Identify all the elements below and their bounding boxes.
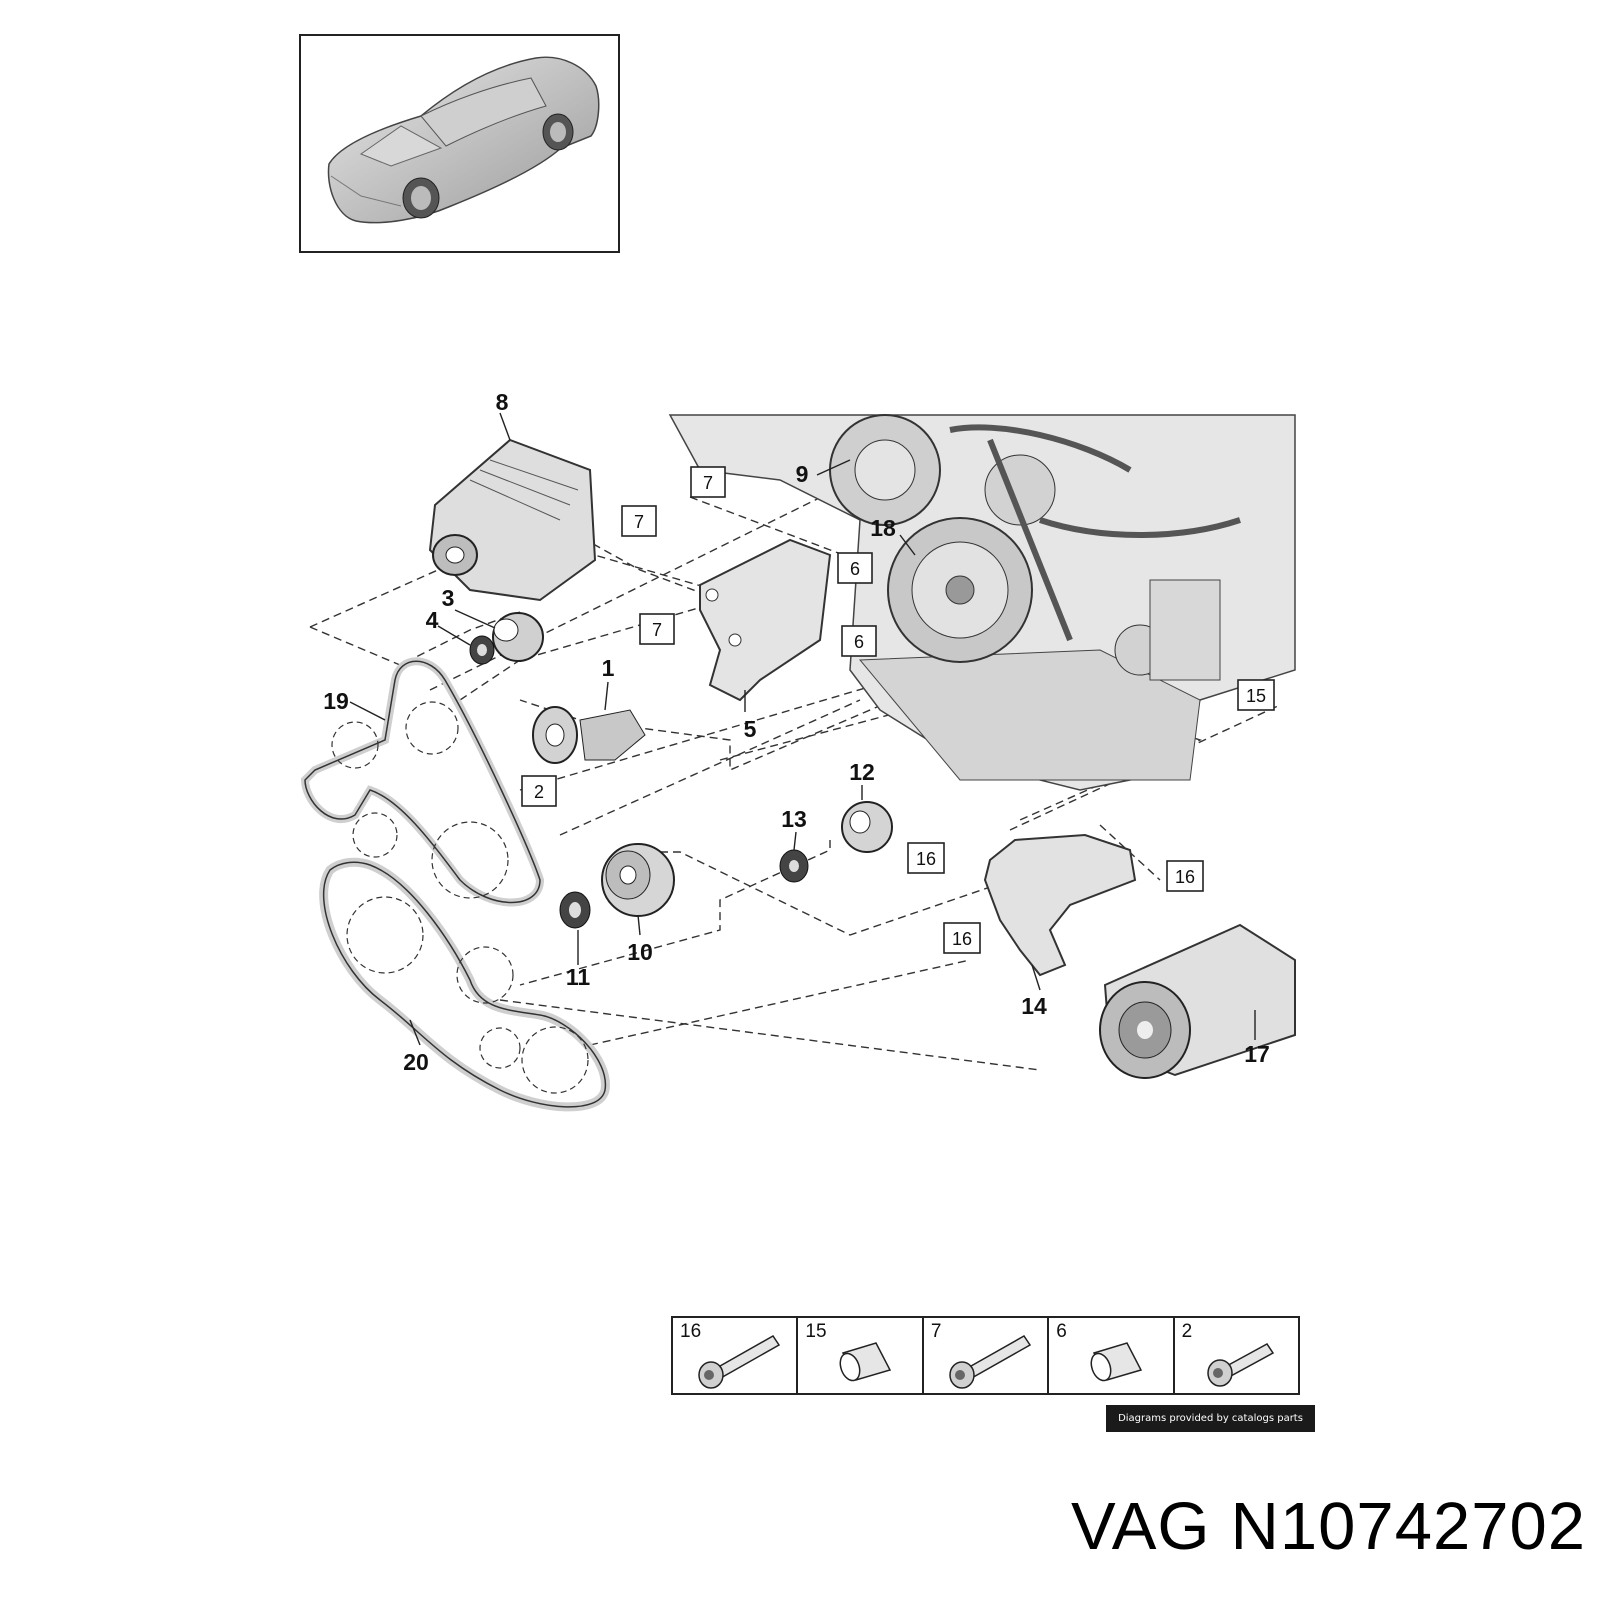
washer-13 — [779, 849, 809, 883]
callout-11: 11 — [566, 964, 591, 990]
ref-box-16-a: 16 — [916, 849, 936, 869]
callout-17: 17 — [1244, 1041, 1270, 1067]
brand-label: VAG — [1070, 1489, 1211, 1564]
ref-box-6-b: 6 — [854, 632, 864, 652]
part-number-title: VAG N10742702 — [1071, 1488, 1586, 1565]
sleeve-icon — [1090, 1342, 1143, 1382]
callout-18: 18 — [870, 515, 896, 541]
alternator — [428, 438, 597, 602]
washer-4 — [469, 635, 495, 665]
legend-number: 16 — [680, 1321, 702, 1342]
callout-8: 8 — [496, 389, 509, 415]
engine-block — [668, 414, 1296, 791]
vehicle-thumbnail — [299, 34, 620, 253]
callout-3: 3 — [442, 585, 455, 611]
callout-4: 4 — [426, 607, 439, 633]
callout-19: 19 — [323, 688, 349, 714]
callout-13: 13 — [781, 806, 807, 832]
legend-cell-16: 16 — [673, 1318, 799, 1393]
legend-cell-15: 15 — [798, 1318, 924, 1393]
bolt-icon — [698, 1335, 781, 1389]
ref-box-7-a: 7 — [703, 473, 713, 493]
ref-box-16-c: 16 — [952, 929, 972, 949]
pulley-12 — [841, 801, 893, 853]
bracket-14 — [983, 833, 1137, 977]
ref-box-7-c: 7 — [652, 620, 662, 640]
tensioner-1 — [532, 706, 646, 764]
callout-20: 20 — [403, 1049, 429, 1075]
legend-number: 15 — [805, 1321, 827, 1342]
ref-box-2: 2 — [534, 782, 544, 802]
callout-5: 5 — [744, 716, 757, 742]
pulley-3 — [492, 612, 544, 662]
callout-10: 10 — [627, 939, 653, 965]
ref-boxes — [521, 466, 1275, 954]
ref-box-15: 15 — [1246, 686, 1266, 706]
washer-11 — [559, 891, 591, 929]
short-bolt-icon — [1206, 1343, 1274, 1387]
callout-9: 9 — [796, 461, 809, 487]
callout-12: 12 — [849, 759, 875, 785]
callout-leaders — [349, 412, 1256, 1046]
legend-cell-7: 7 — [924, 1318, 1050, 1393]
sleeve-icon — [839, 1342, 892, 1382]
ref-box-6-a: 6 — [850, 559, 860, 579]
legend-number: 7 — [930, 1321, 942, 1342]
callout-14: 14 — [1021, 993, 1047, 1019]
belt-20 — [319, 857, 610, 1112]
callout-1: 1 — [602, 655, 615, 681]
ac-compressor — [1099, 923, 1296, 1079]
belt-routing-circles — [331, 701, 589, 1094]
car-image — [327, 56, 600, 224]
legend-cell-6: 6 — [1049, 1318, 1175, 1393]
fastener-legend: 16 15 7 6 2 — [671, 1316, 1300, 1395]
pulley-10 — [601, 843, 675, 917]
diagram-credit: Diagrams provided by catalogs parts — [1106, 1405, 1315, 1432]
legend-number: 6 — [1056, 1321, 1067, 1342]
ref-box-7-b: 7 — [634, 512, 644, 532]
ref-box-16-b: 16 — [1175, 867, 1195, 887]
belt-19 — [300, 657, 545, 907]
part-number-label: N10742702 — [1230, 1489, 1586, 1564]
legend-number: 2 — [1181, 1321, 1193, 1342]
bracket-5 — [699, 538, 832, 702]
legend-cell-2: 2 — [1175, 1318, 1298, 1393]
bolt-icon — [949, 1335, 1031, 1389]
